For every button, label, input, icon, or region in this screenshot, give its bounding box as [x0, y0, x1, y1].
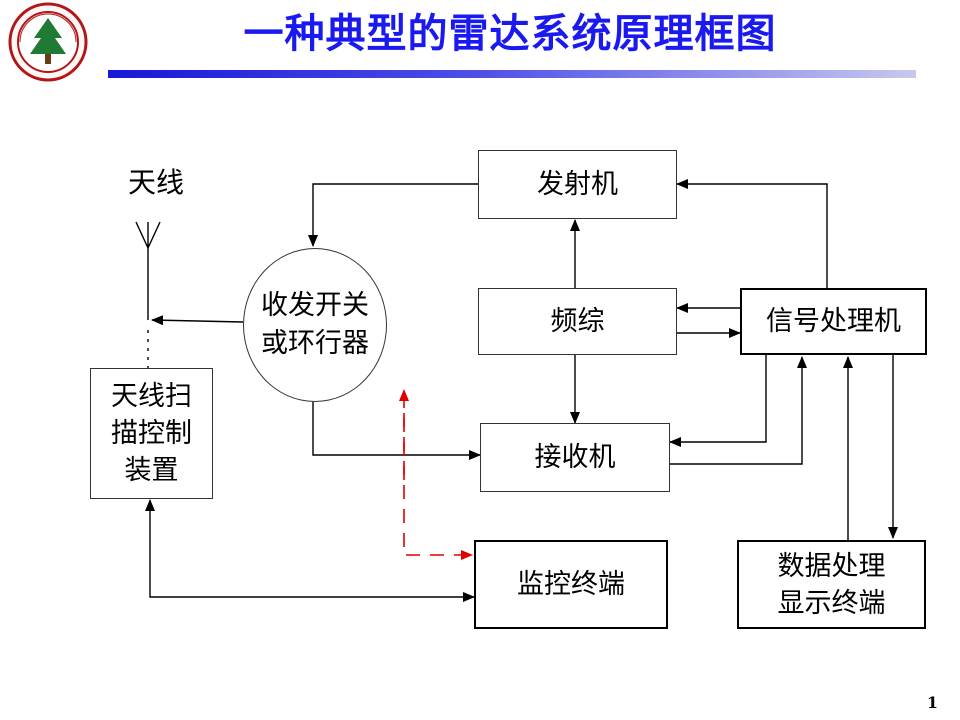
antenna-symbol [135, 221, 161, 250]
page-number: 1 [926, 693, 938, 712]
university-logo [8, 2, 88, 82]
synthesizer-label: 频综 [550, 306, 605, 337]
arrow-duplexer-to-receiver [312, 402, 481, 460]
arrow-sigproc-to-receiver [669, 355, 767, 447]
arrow-duplexer-to-antenna [151, 315, 244, 326]
monitor-terminal-block: 监控终端 [474, 540, 668, 629]
transmitter-label: 发射机 [537, 169, 618, 200]
arrow-transmitter-to-duplexer [308, 183, 478, 247]
data-display-label: 数据处理 显示终端 [777, 550, 886, 619]
antenna-scan-control-block: 天线扫 描控制 装置 [90, 368, 213, 499]
duplexer-label: 收发开关 或环行器 [261, 290, 369, 359]
arrow-receiver-to-sigproc [670, 356, 807, 465]
antenna-scan-control-label: 天线扫 描控制 装置 [111, 381, 192, 486]
signal-processor-label: 信号处理机 [766, 306, 901, 337]
arrow-sigproc-to-transmitter [676, 179, 828, 288]
receiver-block: 接收机 [480, 423, 670, 492]
monitor-terminal-label: 监控终端 [517, 569, 625, 600]
receiver-label: 接收机 [534, 442, 616, 473]
synthesizer-block: 频综 [478, 288, 677, 355]
red-dashed-arrow-to-monitor [403, 413, 473, 560]
data-display-block: 数据处理 显示终端 [737, 540, 926, 629]
slide-title: 一种典型的雷达系统原理框图 [243, 10, 777, 57]
antenna-label: 天线 [128, 166, 185, 199]
transmitter-block: 发射机 [478, 150, 677, 219]
duplexer-circle: 收发开关 或环行器 [243, 248, 387, 402]
arrow-scan-monitor-bidirectional [145, 499, 475, 602]
title-underline [108, 70, 916, 78]
signal-processor-block: 信号处理机 [740, 288, 927, 355]
